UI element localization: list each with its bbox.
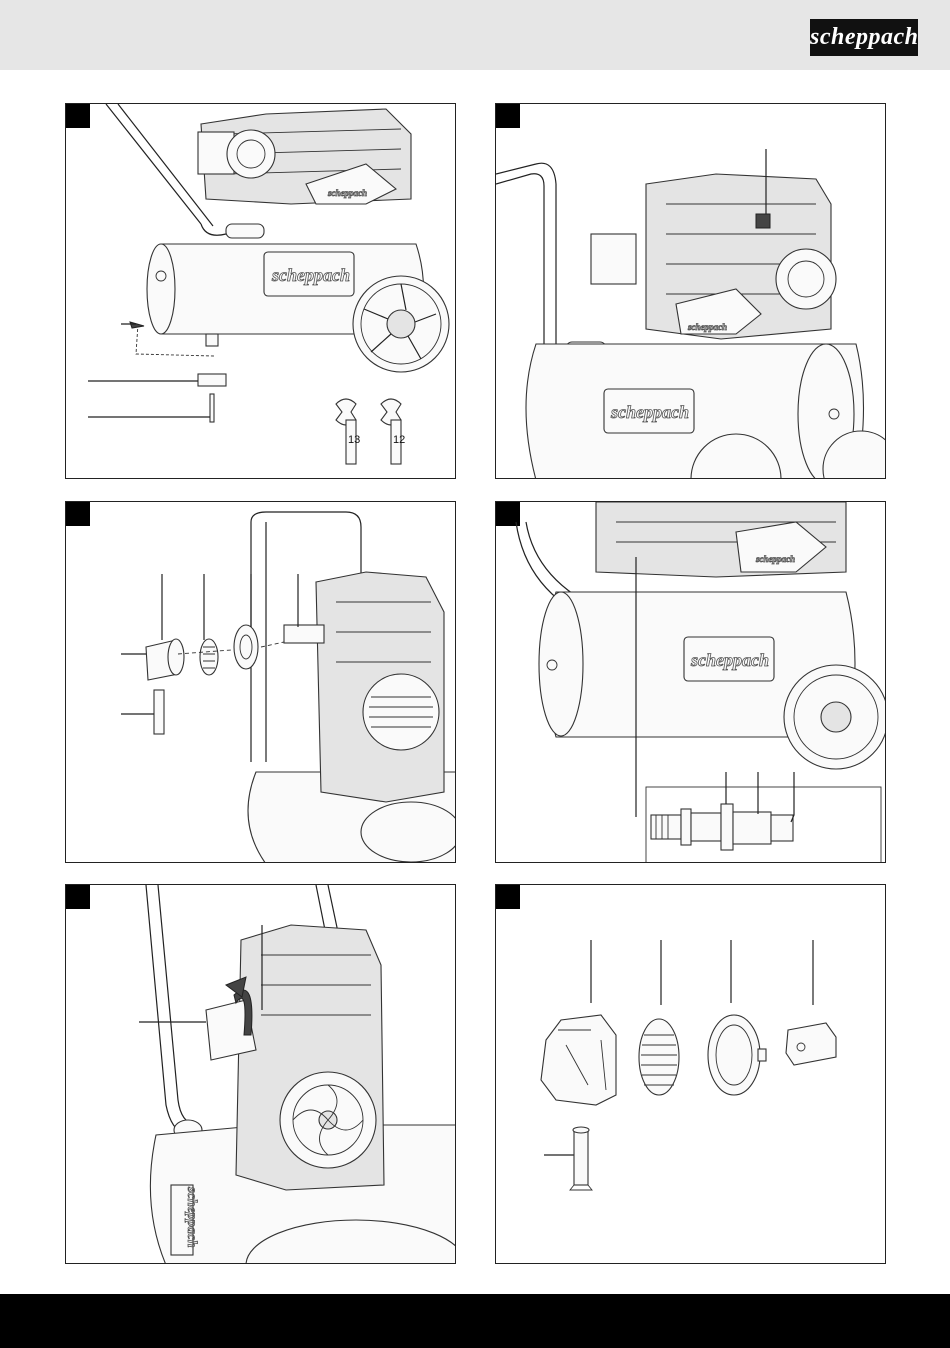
svg-text:scheppach: scheppach (690, 650, 769, 670)
svg-text:scheppach: scheppach (327, 188, 367, 198)
figure-panel-5: scheppach (65, 884, 456, 1264)
figure-panel-1: scheppach scheppach 13 12 (65, 103, 456, 479)
air-filter-parts-illustration (496, 885, 886, 1264)
figure-panel-3 (65, 501, 456, 863)
filter-cover-removal-illustration: scheppach (66, 885, 456, 1264)
svg-text:12: 12 (393, 434, 405, 446)
air-filter-exploded-illustration (66, 502, 456, 863)
svg-text:scheppach: scheppach (184, 1186, 199, 1248)
figure-panel-6 (495, 884, 886, 1264)
page-footer (0, 1294, 950, 1348)
svg-text:scheppach: scheppach (687, 322, 727, 332)
svg-text:scheppach: scheppach (271, 265, 350, 285)
svg-text:scheppach: scheppach (755, 554, 795, 564)
coupling-icon (651, 804, 793, 850)
figure-panel-4: scheppach scheppach (495, 501, 886, 863)
compressor-coupling-illustration: scheppach scheppach (496, 502, 886, 863)
svg-text:13: 13 (348, 434, 360, 446)
compressor-foot-illustration: scheppach scheppach 13 12 (66, 104, 456, 479)
svg-text:scheppach: scheppach (610, 402, 689, 422)
figure-panel-2: scheppach scheppach (495, 103, 886, 479)
air-filter-icon (146, 625, 284, 734)
page-header: scheppach (0, 0, 950, 70)
wrench-icon: 13 12 (336, 399, 405, 464)
scheppach-logo: scheppach (810, 19, 918, 56)
compressor-overview-illustration: scheppach scheppach (496, 104, 886, 479)
